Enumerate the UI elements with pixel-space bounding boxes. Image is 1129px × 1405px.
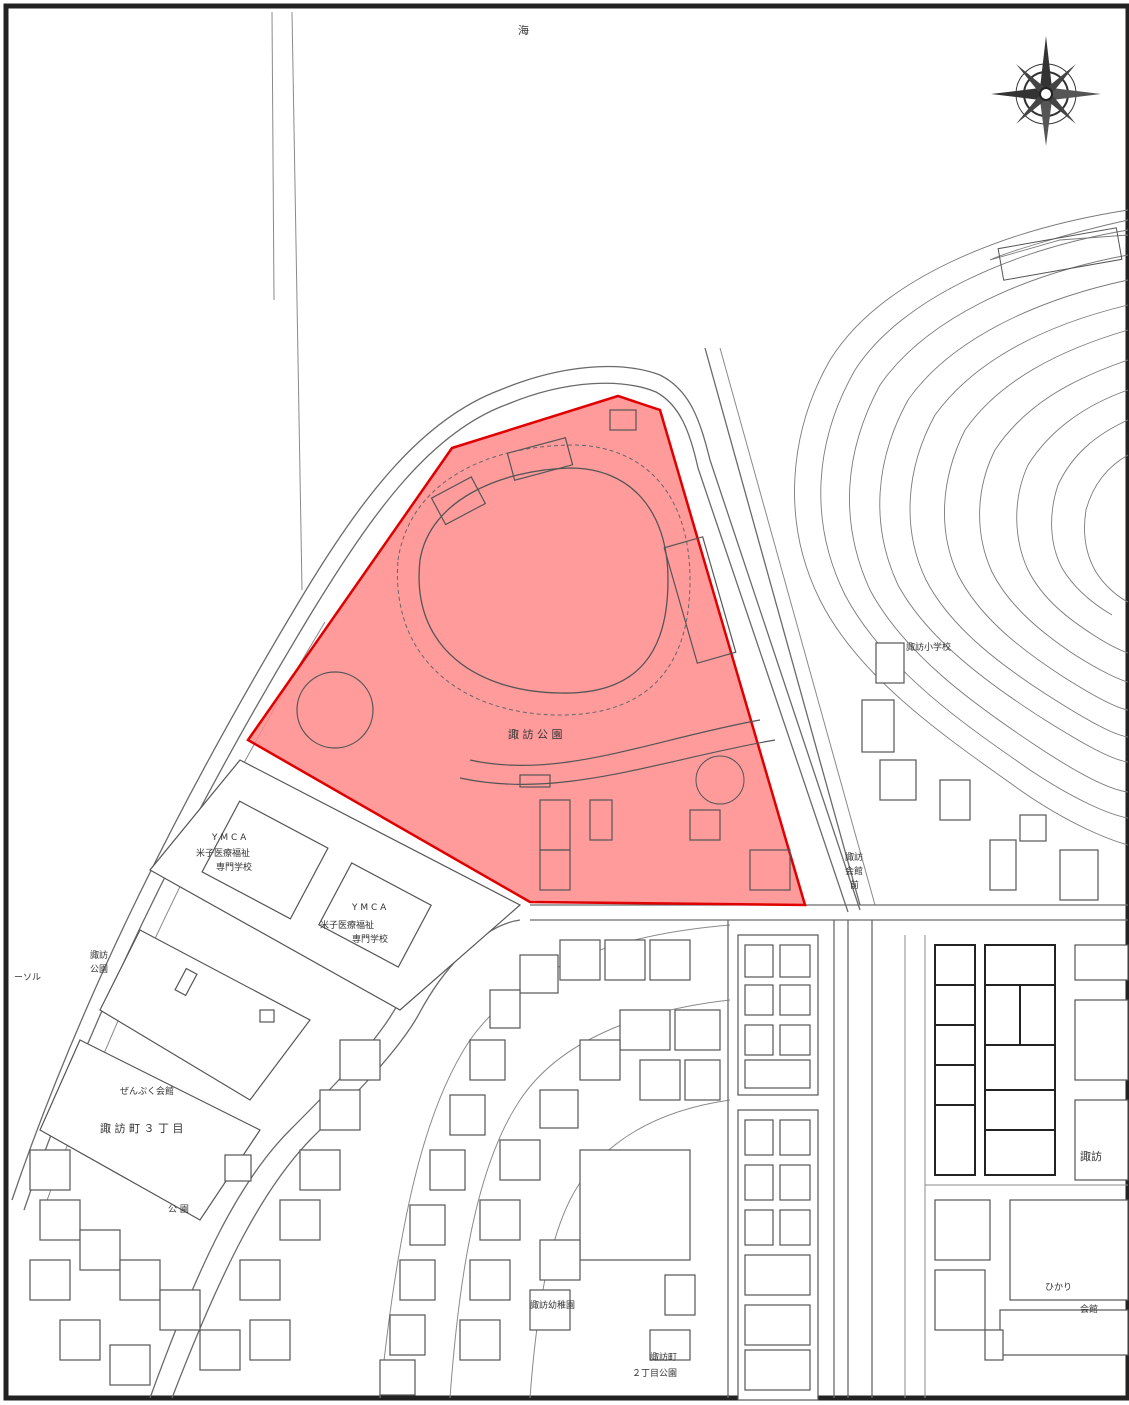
compass-rose-icon: [991, 36, 1101, 146]
kindergarten-label: 諏訪幼稚園: [530, 1299, 575, 1311]
ymca-top-label: Y M C A: [211, 833, 247, 843]
ymca-mid-sub2-label: 専門学校: [352, 933, 388, 945]
vertical-label1: 諏訪: [845, 851, 863, 863]
bottom-street2-label: ２丁目公園: [632, 1368, 677, 1379]
right-edge-label: 諏訪: [1080, 1149, 1102, 1163]
school-right-label: 諏訪小学校: [906, 641, 951, 653]
district-label: 諏 訪 町 ３ 丁 目: [100, 1121, 183, 1135]
ymca-mid-sub1-label: 米子医療福祉: [320, 919, 374, 931]
buildings-west: [29, 759, 522, 1386]
coastal-road: [11, 365, 861, 1201]
right-edge2-label: ひかり: [1045, 1282, 1072, 1293]
grid-line: [271, 11, 275, 301]
hill-contours: [794, 209, 1129, 846]
buildings-curve: [379, 939, 721, 1396]
highlighted-park-area[interactable]: [246, 394, 807, 907]
bottom-street1-label: 諏訪町: [650, 1351, 677, 1363]
station-label2: 公園: [90, 964, 108, 975]
buildings-right: [934, 944, 1129, 1361]
ymca-mid-label: Y M C A: [351, 903, 387, 913]
right-edge3-label: 会館: [1080, 1303, 1098, 1315]
ymca-top-sub1-label: 米子医療福祉: [196, 847, 250, 859]
grid-line: [291, 11, 303, 591]
hall-label: ぜんぷく会館: [120, 1085, 174, 1097]
vertical-label3: 前: [850, 879, 859, 891]
railway-line: [704, 347, 861, 906]
sea-label: 海: [518, 23, 529, 37]
small-park-label: 公 園: [168, 1204, 189, 1215]
street-curve: [529, 1099, 731, 1399]
park-features: [296, 409, 791, 891]
ymca-top-sub2-label: 専門学校: [216, 861, 252, 873]
station-label1: 諏訪: [90, 949, 108, 961]
buildings-center: [737, 934, 819, 1401]
coastal-road-inner: [23, 382, 849, 1211]
buildings-east: [861, 642, 1099, 901]
railway-line-2: [719, 347, 876, 906]
side-left-label: ーソル: [14, 973, 41, 983]
park-name-label: 諏 訪 公 園: [508, 727, 563, 741]
vertical-label2: 会館: [845, 865, 863, 877]
